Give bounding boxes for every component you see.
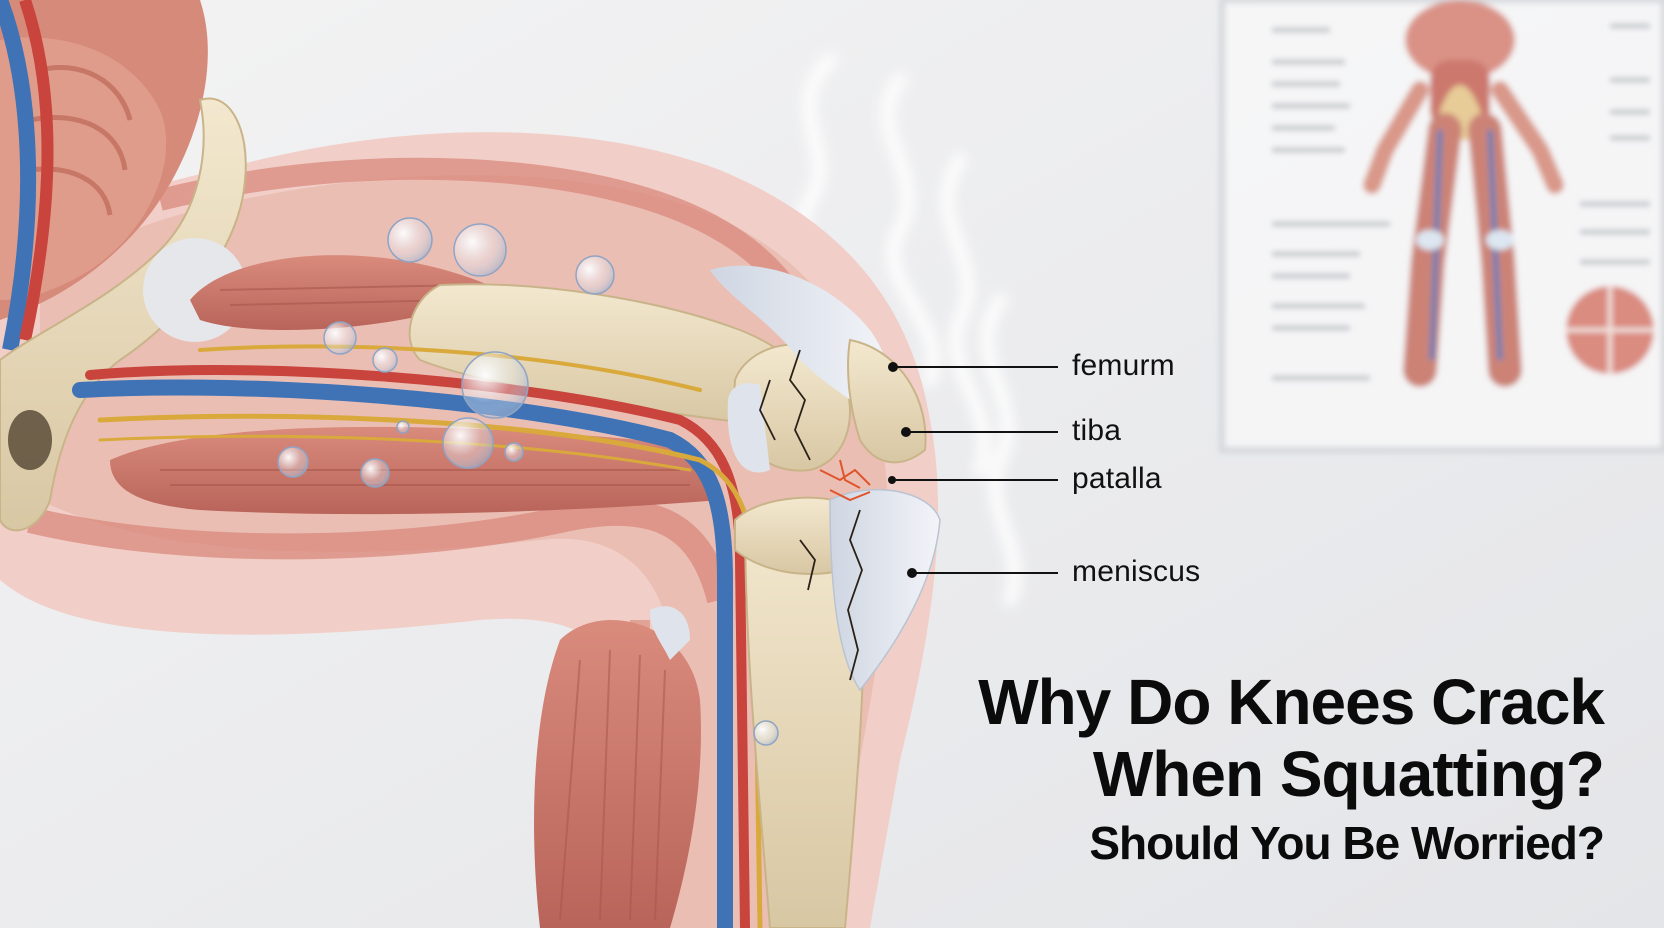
- headline: Why Do Knees Crack When Squatting? Shoul…: [904, 666, 1605, 872]
- label-femur: femurm: [1072, 349, 1175, 382]
- hip-region: [0, 0, 208, 352]
- headline-line-3: Should You Be Worried?: [1089, 817, 1605, 869]
- condyle-cartilage: [727, 383, 770, 473]
- poster-figure: [1363, 0, 1654, 387]
- poster-text-lines: [1272, 23, 1650, 381]
- calf-muscle: [534, 606, 701, 928]
- headline-line-1: Why Do Knees Crack: [978, 666, 1605, 738]
- thigh-muscles: [110, 255, 720, 515]
- headline-line-2: When Squatting?: [1092, 738, 1605, 810]
- quadriceps-tendon: [710, 265, 891, 420]
- background-anatomy-poster: [1219, 0, 1664, 453]
- meniscus-cartilage: [829, 488, 941, 692]
- label-tibia: tiba: [1072, 414, 1122, 447]
- inflammation-glow: [819, 459, 871, 502]
- leader-lines: [888, 362, 1058, 578]
- cartilage-cracks: [759, 349, 863, 681]
- pelvis-bone: [0, 97, 247, 532]
- label-meniscus: meniscus: [1072, 555, 1201, 588]
- gas-bubbles: [277, 217, 779, 746]
- label-patella: patalla: [1072, 462, 1162, 495]
